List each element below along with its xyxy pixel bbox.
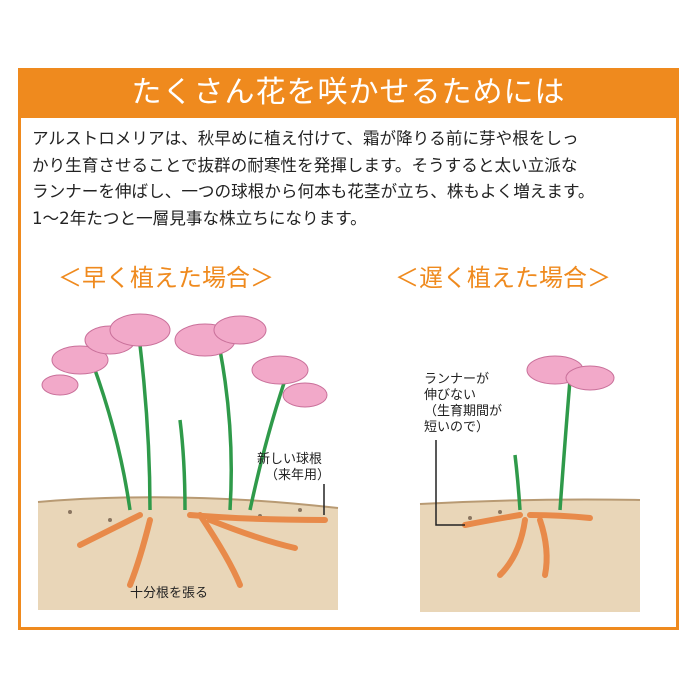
stems-late: [513, 379, 572, 511]
label-line: 新しい球根: [257, 452, 323, 467]
label-line: 伸びない: [424, 388, 477, 403]
roots-late: [462, 512, 593, 578]
intro-line: 1～2年たつと一層見事な株立ちになります。: [32, 208, 367, 228]
soil-late: [420, 499, 640, 612]
label-line: ランナーが: [424, 372, 490, 387]
new-bulb-label: 新しい球根 （来年用）: [257, 452, 330, 484]
label-line: （来年用）: [265, 468, 331, 483]
early-planting-title: ＜早く植えた場合＞: [58, 264, 274, 292]
stems-early: [93, 344, 287, 511]
intro-line: ランナーを伸ばし、一つの球根から何本も花茎が立ち、株もよく増えます。: [32, 182, 595, 201]
page-title: たくさん花を咲かせるためには: [18, 68, 679, 118]
label-line: 短いので）: [424, 420, 490, 435]
runner-label: ランナーが 伸びない （生育期間が 短いので）: [424, 372, 502, 436]
flowers-late: [526, 355, 615, 391]
intro-text: アルストロメリアは、秋早めに植え付けて、霜が降りる前に芽や根をしっ かり生育させ…: [32, 126, 672, 232]
label-line: （生育期間が: [424, 404, 503, 419]
intro-line: アルストロメリアは、秋早めに植え付けて、霜が降りる前に芽や根をしっ: [32, 129, 579, 148]
flowers-early: [41, 313, 328, 408]
late-planting-title: ＜遅く植えた場合＞: [395, 264, 611, 292]
roots-early: [77, 512, 328, 588]
roots-label: 十分根を張る: [130, 586, 209, 601]
intro-line: かり生育させることで抜群の耐寒性を発揮します。そうすると太い立派な: [32, 155, 578, 175]
